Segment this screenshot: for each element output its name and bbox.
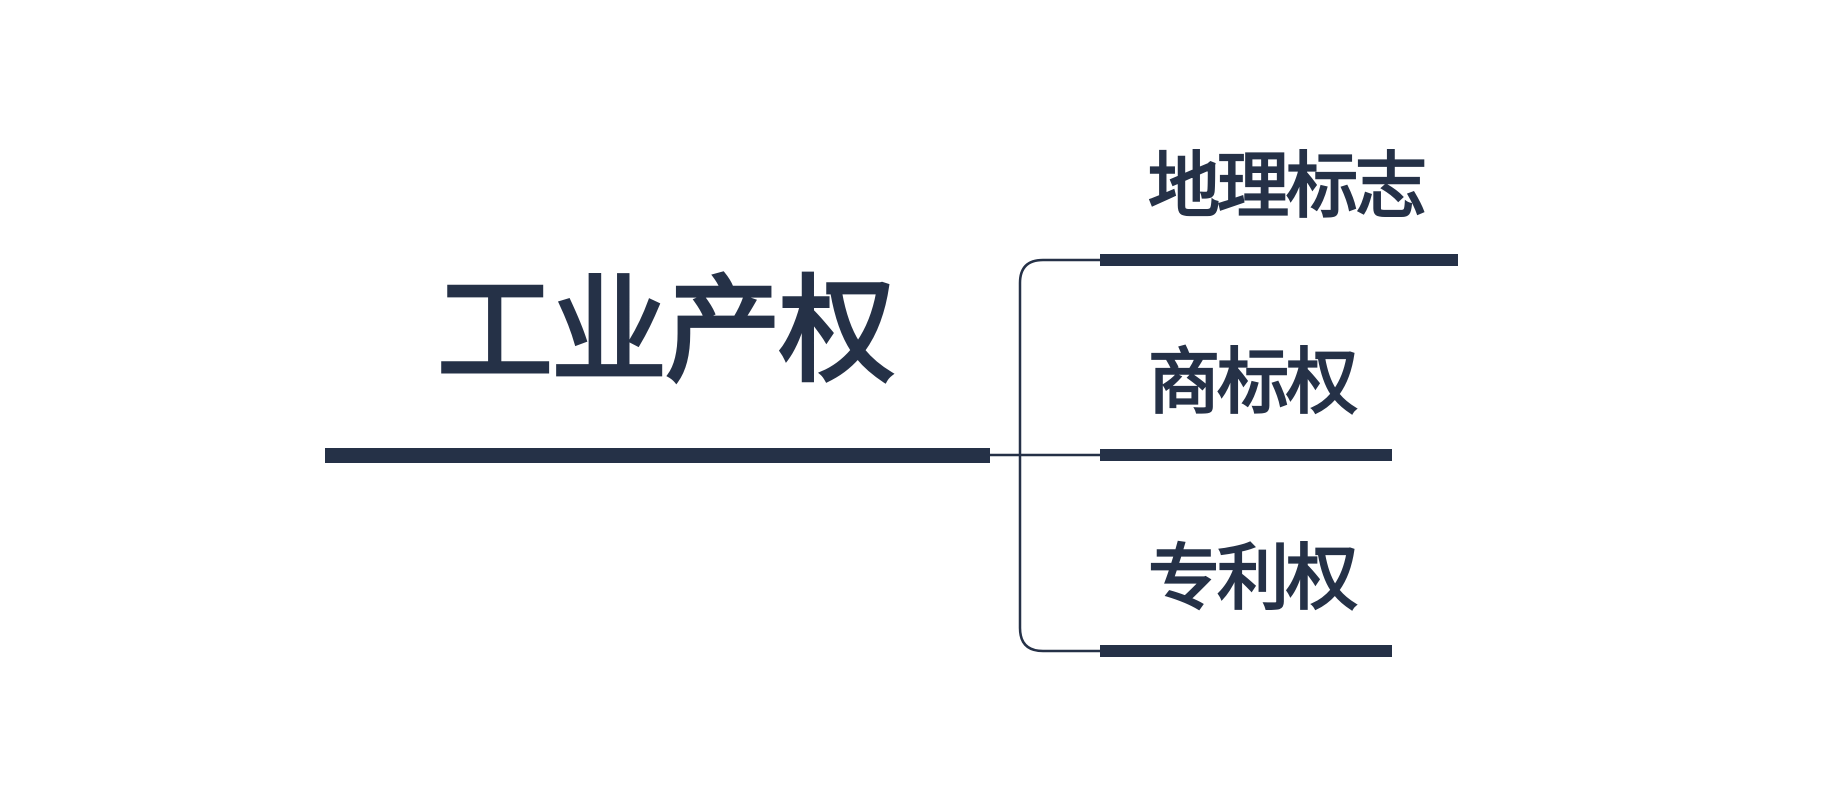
child-topic-label-trademark: 商标权 [1148,340,1358,424]
child-underline-2 [1100,449,1392,461]
root-topic-label: 工业产权 [437,264,895,399]
root-underline [325,448,990,463]
child-underline-1 [1100,254,1458,266]
child-topic-label-geographical-indication: 地理标志 [1148,144,1427,228]
child-underline-3 [1100,645,1392,657]
child-topic-label-patent: 专利权 [1148,536,1358,620]
